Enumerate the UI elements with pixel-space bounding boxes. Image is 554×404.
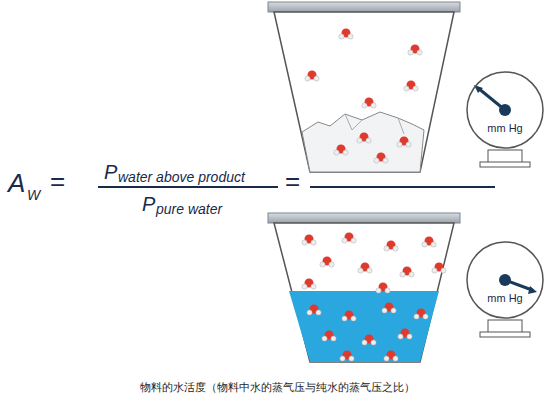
lid xyxy=(268,2,460,12)
formula-symbol: A xyxy=(8,170,25,196)
molecules xyxy=(302,233,446,362)
gauge-outline xyxy=(465,70,545,150)
beaker xyxy=(274,223,454,362)
gauge-unit: mm Hg xyxy=(465,122,545,134)
formula-subscript: water above product xyxy=(118,170,245,184)
lid xyxy=(268,213,460,223)
pressure-gauge: mm Hg xyxy=(465,70,545,150)
fraction-line xyxy=(310,186,495,188)
fraction-line xyxy=(98,186,278,188)
formula-subscript: pure water xyxy=(156,202,222,216)
molecules xyxy=(305,29,422,164)
equals-sign: = xyxy=(50,168,65,194)
formula-subscript: W xyxy=(27,188,40,202)
beaker xyxy=(274,12,454,172)
equals-sign: = xyxy=(285,168,300,194)
product xyxy=(302,112,424,172)
water xyxy=(289,291,439,362)
formula-symbol: P xyxy=(142,194,155,214)
formula-symbol: P xyxy=(104,162,117,182)
pressure-gauge: mm Hg xyxy=(465,240,545,320)
gauge-outline xyxy=(465,240,545,320)
gauge-unit: mm Hg xyxy=(465,292,545,304)
caption: 物料的水活度（物料中水的蒸气压与纯水的蒸气压之比） xyxy=(140,382,415,393)
